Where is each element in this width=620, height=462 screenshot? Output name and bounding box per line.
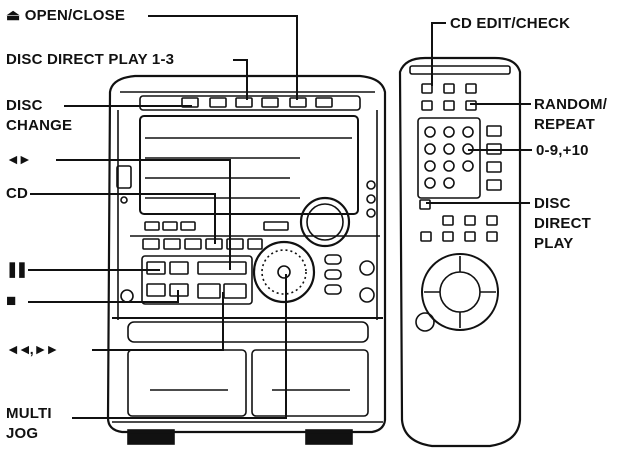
label-cd: CD	[6, 185, 29, 202]
label-disc-change-line2: CHANGE	[6, 117, 73, 134]
label-pause: ❚❚	[6, 261, 28, 278]
label-open-close: ⏏ OPEN/CLOSE	[6, 7, 126, 24]
label-disc-direct-play-1-3: DISC DIRECT PLAY 1-3	[6, 51, 175, 68]
label-disc-direct-play-remote-line2: DIRECT	[534, 215, 592, 232]
label-disc-change-line1: DISC	[6, 97, 43, 114]
label-random-repeat-line1: RANDOM/	[534, 96, 608, 113]
label-skip-arrows: ◄►	[6, 151, 32, 167]
label-numbers: 0-9,+10	[536, 142, 589, 159]
label-search: ◄◄, ►►	[6, 341, 59, 357]
label-cd-edit-check: CD EDIT/CHECK	[450, 15, 571, 32]
label-random-repeat-line2: REPEAT	[534, 116, 595, 133]
label-stop: ■	[6, 291, 17, 310]
label-disc-direct-play-remote-line3: PLAY	[534, 235, 574, 252]
label-multi-jog-line2: JOG	[6, 425, 39, 442]
label-disc-direct-play-remote-line1: DISC	[534, 195, 571, 212]
label-multi-jog-line1: MULTI	[6, 405, 52, 422]
